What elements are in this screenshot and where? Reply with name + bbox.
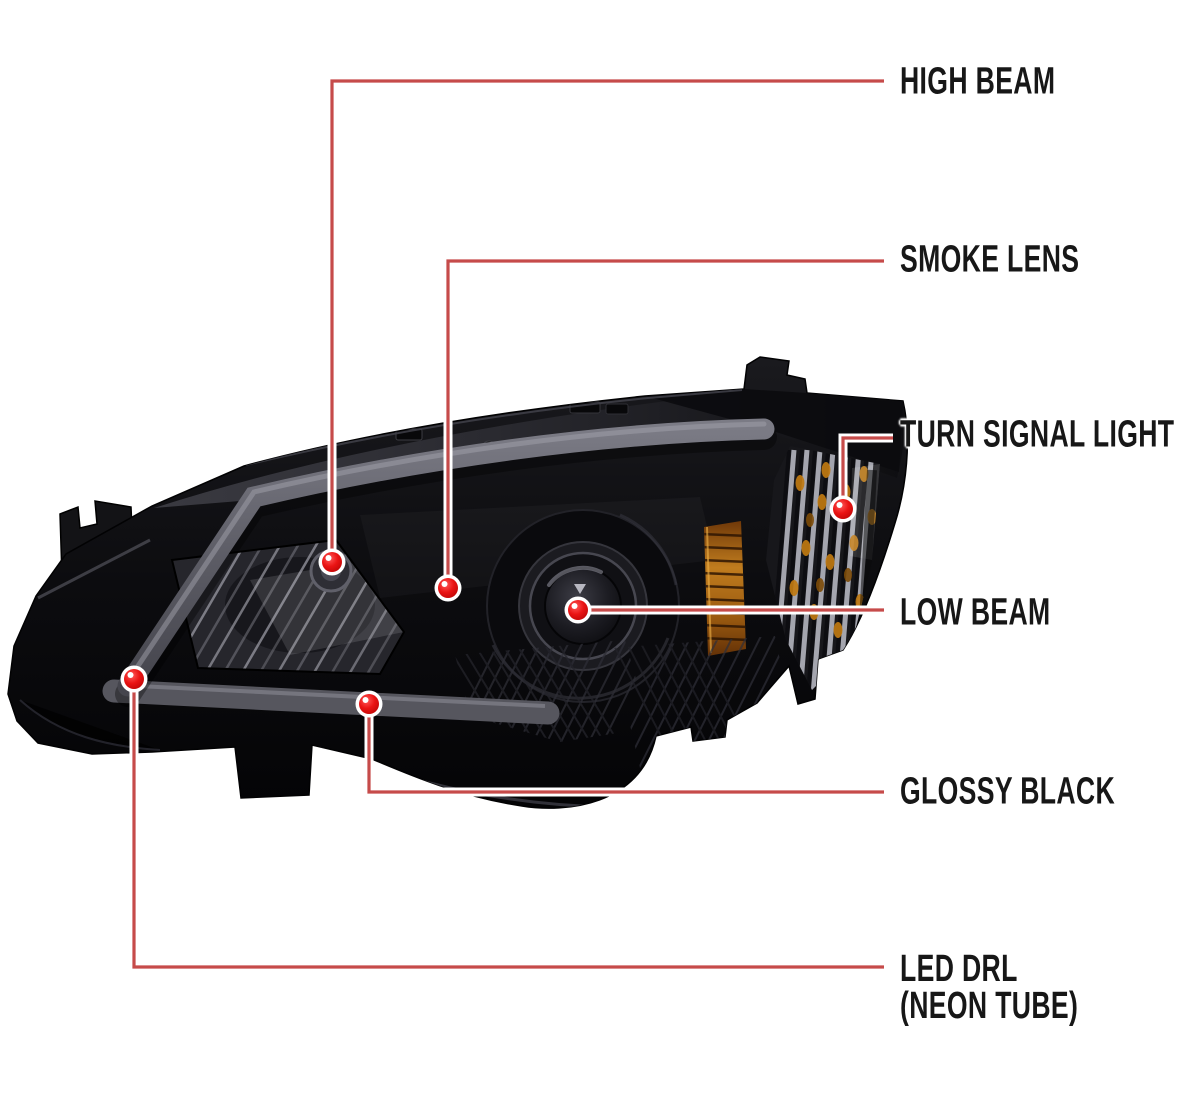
label-smoke-lens: SMOKE LENS xyxy=(900,238,1080,281)
turn-signal-light-marker-dot xyxy=(829,495,857,523)
smoke-lens-callout-line xyxy=(446,259,884,588)
vent-slot xyxy=(605,403,629,415)
high-beam-marker-dot xyxy=(318,548,346,576)
led-drl-callout-line xyxy=(132,679,884,969)
gloss-highlight xyxy=(37,538,151,600)
glossy-black-marker-dot xyxy=(355,690,383,718)
led-drl-tube xyxy=(102,418,777,725)
top-edge-highlight xyxy=(245,389,743,466)
low-beam-marker-dot xyxy=(564,596,592,624)
glossy-black-callout-line-casing xyxy=(364,704,884,797)
label-led-drl-line2: (NEON TUBE) xyxy=(900,985,1079,1027)
label-led-drl-line1: LED DRL xyxy=(900,948,1018,990)
label-low-beam: LOW BEAM xyxy=(900,591,1051,634)
label-glossy-black: GLOSSY BLACK xyxy=(900,770,1116,813)
smoke-lens-marker-dot xyxy=(434,574,462,602)
led-drl-marker-dot xyxy=(120,665,148,693)
led-drl-callout-line-casing xyxy=(129,679,884,972)
label-led-drl: LED DRL (NEON TUBE) xyxy=(900,948,1079,1027)
turn-signal-light-callout-line xyxy=(841,436,893,509)
glossy-black-callout-line xyxy=(367,704,884,794)
smoke-lens-callout-line-casing xyxy=(443,256,884,588)
high-beam-recess-outline xyxy=(170,538,406,676)
label-high-beam: HIGH BEAM xyxy=(900,60,1056,103)
high-beam-callout-line xyxy=(330,79,884,562)
high-beam-callout-line-casing xyxy=(327,76,884,562)
amber-reflector xyxy=(704,521,746,656)
gloss-highlight xyxy=(19,699,161,751)
label-turn-signal: TURN SIGNAL LIGHT xyxy=(900,413,1175,456)
